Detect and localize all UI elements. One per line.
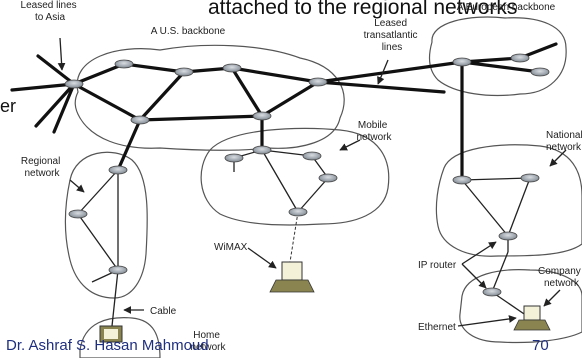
ethernet-label: Ethernet (418, 322, 456, 333)
router-icon (302, 151, 322, 161)
wimax-wireless-link (289, 211, 299, 263)
company-network-cloud (459, 269, 582, 344)
router-icon (288, 207, 308, 217)
router-icon (308, 77, 328, 87)
slide-side-fragment: er (0, 96, 16, 116)
slide-title-fragment: attached to the regional networks (208, 0, 517, 19)
router-icon (530, 67, 550, 77)
mobile-network-label: Mobile network (356, 120, 392, 143)
regional-network-links (77, 169, 119, 327)
national-network-links (461, 177, 531, 252)
ethernet-label-arrow (457, 315, 517, 327)
home-network-cloud (79, 317, 161, 358)
european-backbone-cloud (428, 16, 567, 97)
us-backbone-label: A U.S. backbone (151, 26, 226, 37)
us-backbone-links (72, 62, 320, 172)
page-number: 70 (532, 337, 549, 354)
routers (64, 53, 550, 297)
company-network-label: Company network (538, 266, 582, 289)
asia-label-arrow (57, 37, 66, 71)
router-icon (520, 173, 540, 183)
wimax-laptop-icon (269, 261, 315, 293)
cable-label: Cable (150, 306, 177, 317)
home-network-label: Home network (190, 330, 226, 353)
national-network-cloud (435, 144, 582, 257)
router-icon (68, 209, 88, 219)
router-icon (452, 57, 472, 67)
router-icon (64, 79, 84, 89)
leased-asia-label: Leased lines to Asia (21, 0, 80, 23)
regional-network-label: Regional network (21, 156, 63, 179)
ip-router-label-arrow-2 (461, 263, 487, 289)
transatlantic-links (316, 42, 558, 182)
home-computer-icon (99, 325, 123, 343)
ip-router-label-arrow-1 (461, 241, 497, 265)
us-backbone-cloud (74, 44, 345, 151)
regional-network-cloud (64, 151, 148, 299)
router-icon (318, 173, 338, 183)
mobile-network-cloud (200, 127, 390, 226)
national-network-label: National network (546, 130, 582, 153)
mobile-label-arrow (339, 139, 361, 151)
router-icon (252, 111, 272, 121)
router-icon (222, 63, 242, 73)
router-icon (498, 231, 518, 241)
router-icon (174, 67, 194, 77)
company-laptop-icon (513, 305, 551, 331)
national-label-arrow (549, 149, 567, 167)
wimax-label: WiMAX (214, 242, 248, 253)
router-icon (452, 175, 472, 185)
asia-leased-lines (10, 54, 76, 134)
ip-router-label: IP router (418, 260, 457, 271)
footer-author: Dr. Ashraf S. Hasan Mahmoud (6, 337, 209, 354)
transatlantic-label-arrow (377, 59, 389, 85)
router-icon (252, 145, 272, 155)
router-icon (224, 153, 244, 163)
wimax-label-arrow (247, 247, 277, 269)
router-icon (130, 115, 150, 125)
router-icon (114, 59, 134, 69)
regional-label-arrow (69, 179, 85, 193)
router-icon (108, 165, 128, 175)
company-label-arrow (543, 289, 561, 307)
router-icon (482, 287, 502, 297)
european-backbone-label: A European backbone (457, 2, 556, 13)
transatlantic-label: Leased transatlantic lines (364, 18, 421, 53)
router-icon (510, 53, 530, 63)
router-icon (108, 265, 128, 275)
